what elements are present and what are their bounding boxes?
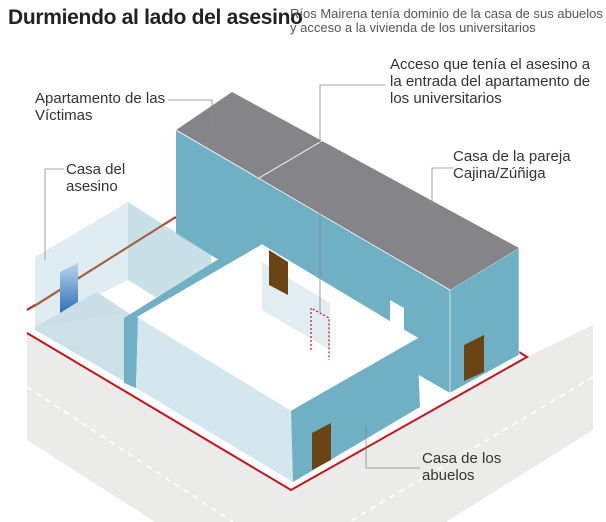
label-access: Acceso que tenía el asesino a la entrada… xyxy=(390,56,591,107)
roof-edge xyxy=(175,129,451,291)
leader-victims-apartment xyxy=(168,99,213,128)
leader-access xyxy=(319,84,385,312)
page-subtitle: Ríos Mairena tenía dominio de la casa de… xyxy=(290,6,603,35)
access-door-marker xyxy=(310,306,330,360)
killer-house-front-wall xyxy=(35,292,136,388)
grandparents-inner-wall xyxy=(124,232,262,388)
grandparents-courtyard xyxy=(138,245,417,410)
lot-boundary xyxy=(26,332,529,492)
door-victims xyxy=(269,250,288,295)
leader-grandparents xyxy=(365,425,420,469)
door-grandparents xyxy=(312,423,331,470)
roof-divider xyxy=(258,137,328,179)
courtyard-outline xyxy=(136,244,419,411)
street xyxy=(27,325,593,522)
street-dashed-line-left xyxy=(26,386,234,522)
label-cajina-house: Casa de la pareja Cajina/Zúñiga xyxy=(453,148,571,182)
page-title: Durmiendo al lado del asesino xyxy=(8,6,303,29)
killer-house-window xyxy=(60,263,78,313)
grandparents-front-left-wall xyxy=(136,317,293,482)
door-cajina xyxy=(464,335,484,381)
leader-cajina xyxy=(431,167,453,220)
label-grandparents-house: Casa de los abuelos xyxy=(422,450,502,484)
victims-building-roof xyxy=(176,92,519,290)
leader-killer-house xyxy=(44,168,64,260)
label-killer-house: Casa del asesino xyxy=(66,161,126,195)
street-dashed-line-right xyxy=(348,376,594,522)
label-victims-apartment: Apartamento de las Víctimas xyxy=(35,90,166,124)
brown-rod xyxy=(32,217,175,308)
